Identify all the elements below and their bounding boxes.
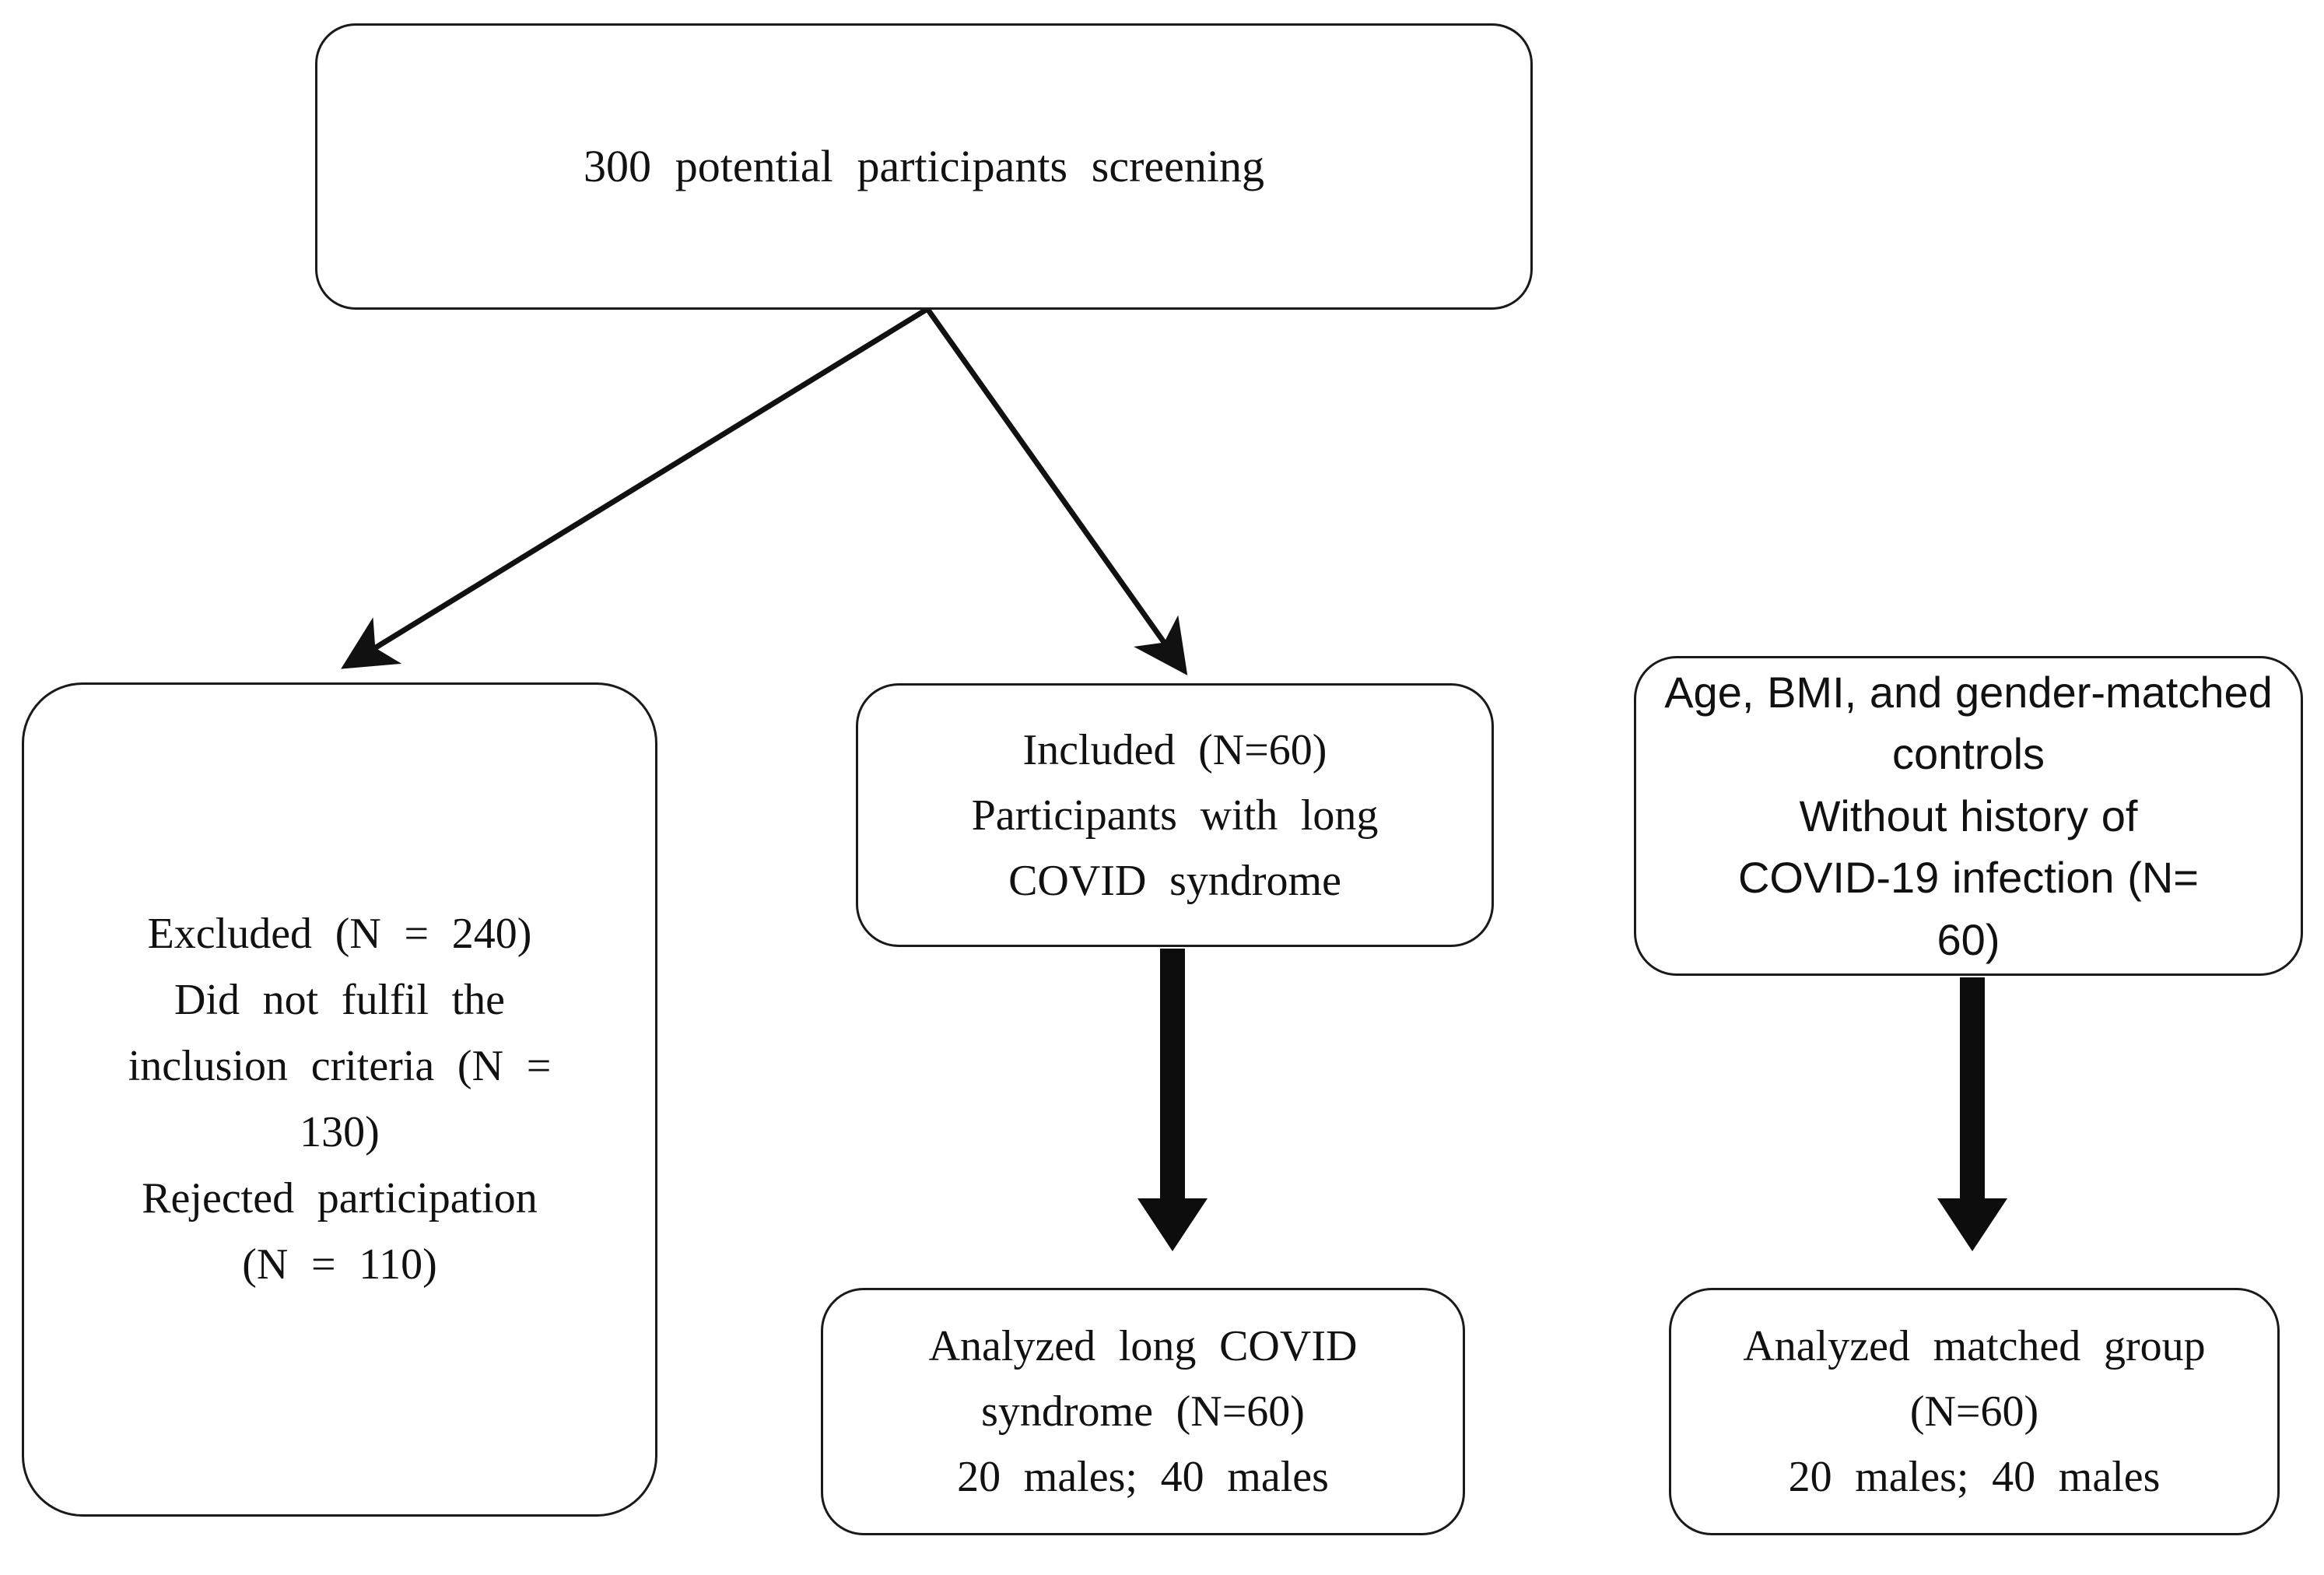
node-matched-controls-label: Age, BMI, and gender-matched controls Wi… (1664, 667, 2273, 964)
node-excluded-label: Excluded (N = 240) Did not fulfil the in… (128, 909, 552, 1289)
edge-screening-to-excluded (341, 307, 929, 669)
node-screening-label: 300 potential participants screening (584, 140, 1264, 191)
node-analyzed-long-covid[interactable]: Analyzed long COVID syndrome (N=60) 20 m… (821, 1288, 1465, 1535)
node-analyzed-long-covid-label: Analyzed long COVID syndrome (N=60) 20 m… (928, 1322, 1358, 1501)
edge-screening-to-included (925, 307, 1188, 675)
node-analyzed-matched-group[interactable]: Analyzed matched group (N=60) 20 males; … (1669, 1288, 2280, 1535)
node-matched-controls[interactable]: Age, BMI, and gender-matched controls Wi… (1634, 656, 2303, 976)
node-excluded[interactable]: Excluded (N = 240) Did not fulfil the in… (22, 682, 657, 1517)
node-screening[interactable]: 300 potential participants screening (315, 23, 1533, 310)
node-analyzed-matched-group-label: Analyzed matched group (N=60) 20 males; … (1743, 1322, 2206, 1501)
edge-included-to-analyzed-long (1137, 949, 1208, 1251)
node-included-label: Included (N=60) Participants with long C… (971, 725, 1379, 905)
node-included[interactable]: Included (N=60) Participants with long C… (856, 683, 1494, 947)
edge-matched-to-analyzed-matched (1937, 977, 2007, 1251)
